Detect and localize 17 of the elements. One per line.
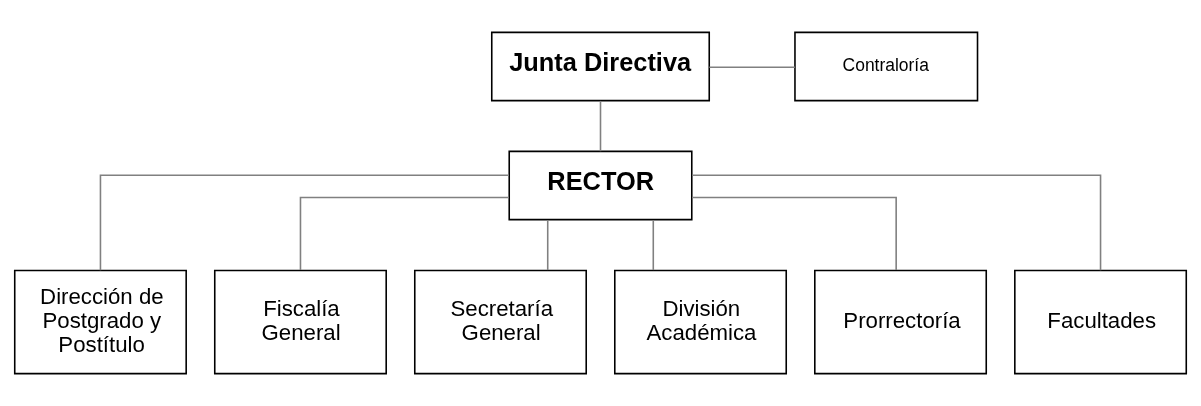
connector	[599, 100, 602, 152]
connector	[691, 174, 1102, 272]
node-box: Dirección de Postgrado y Postítulo	[13, 269, 187, 375]
connector	[691, 196, 897, 271]
connector	[652, 219, 655, 271]
connector	[299, 196, 510, 271]
node-box: División Académica	[614, 269, 788, 375]
node-box: RECTOR	[508, 150, 693, 221]
connector	[99, 174, 510, 272]
node-box: Prorrectoría	[814, 269, 988, 375]
node-box: Facultades	[1014, 269, 1188, 375]
node-box: Junta Directiva	[490, 31, 711, 102]
connector	[546, 219, 549, 271]
connector	[708, 66, 796, 69]
node-box: Secretaría General	[413, 269, 587, 375]
node-box: Contraloría	[794, 31, 979, 102]
node-box: Fiscalía General	[213, 269, 387, 375]
